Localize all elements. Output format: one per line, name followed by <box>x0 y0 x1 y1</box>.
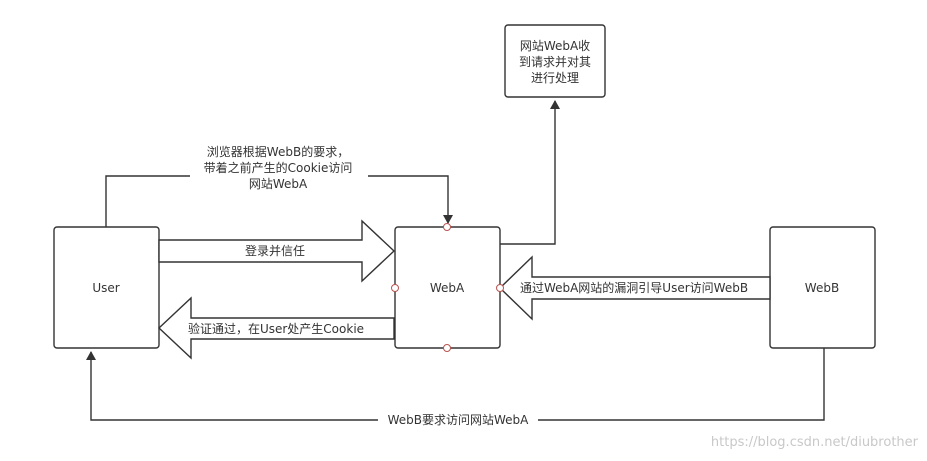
weba-port-top <box>443 223 451 231</box>
exploit-label: 通过WebA网站的漏洞引导User访问WebB <box>520 280 748 295</box>
login-arrow <box>158 219 396 283</box>
process-line-1: 网站WebA收 <box>520 39 590 53</box>
browser-request-line-2: 带着之前产生的Cookie访问 <box>204 160 353 175</box>
browser-request-line-3: 网站WebA <box>249 177 308 191</box>
webb-request-connector <box>86 348 825 421</box>
watermark: https://blog.csdn.net/diubrother <box>711 435 919 450</box>
browser-request-line-1: 浏览器根据WebB的要求， <box>207 144 349 159</box>
weba-port-left <box>391 284 399 292</box>
browser-request-label-bg <box>190 142 368 190</box>
verify-arrow <box>157 296 395 360</box>
weba-port-bottom <box>443 344 451 352</box>
process-line-2: 到请求并对其 <box>519 55 591 69</box>
process-line-3: 进行处理 <box>531 71 579 85</box>
weba-port-right <box>496 284 504 292</box>
webb-node: WebB <box>769 226 876 349</box>
user-label: User <box>92 281 119 295</box>
verify-label: 验证通过，在User处产生Cookie <box>188 321 364 336</box>
process-connector <box>500 100 560 245</box>
webb-request-label-bg <box>378 412 538 428</box>
webb-request-label: WebB要求访问网站WebA <box>388 413 530 427</box>
login-label: 登录并信任 <box>245 243 305 258</box>
process-node: 网站WebA收 到请求并对其 进行处理 <box>504 24 606 98</box>
webb-label: WebB <box>805 281 839 295</box>
weba-label: WebA <box>430 281 465 295</box>
user-node: User <box>53 226 160 349</box>
exploit-arrow <box>498 255 771 321</box>
weba-node: WebA <box>394 226 501 349</box>
